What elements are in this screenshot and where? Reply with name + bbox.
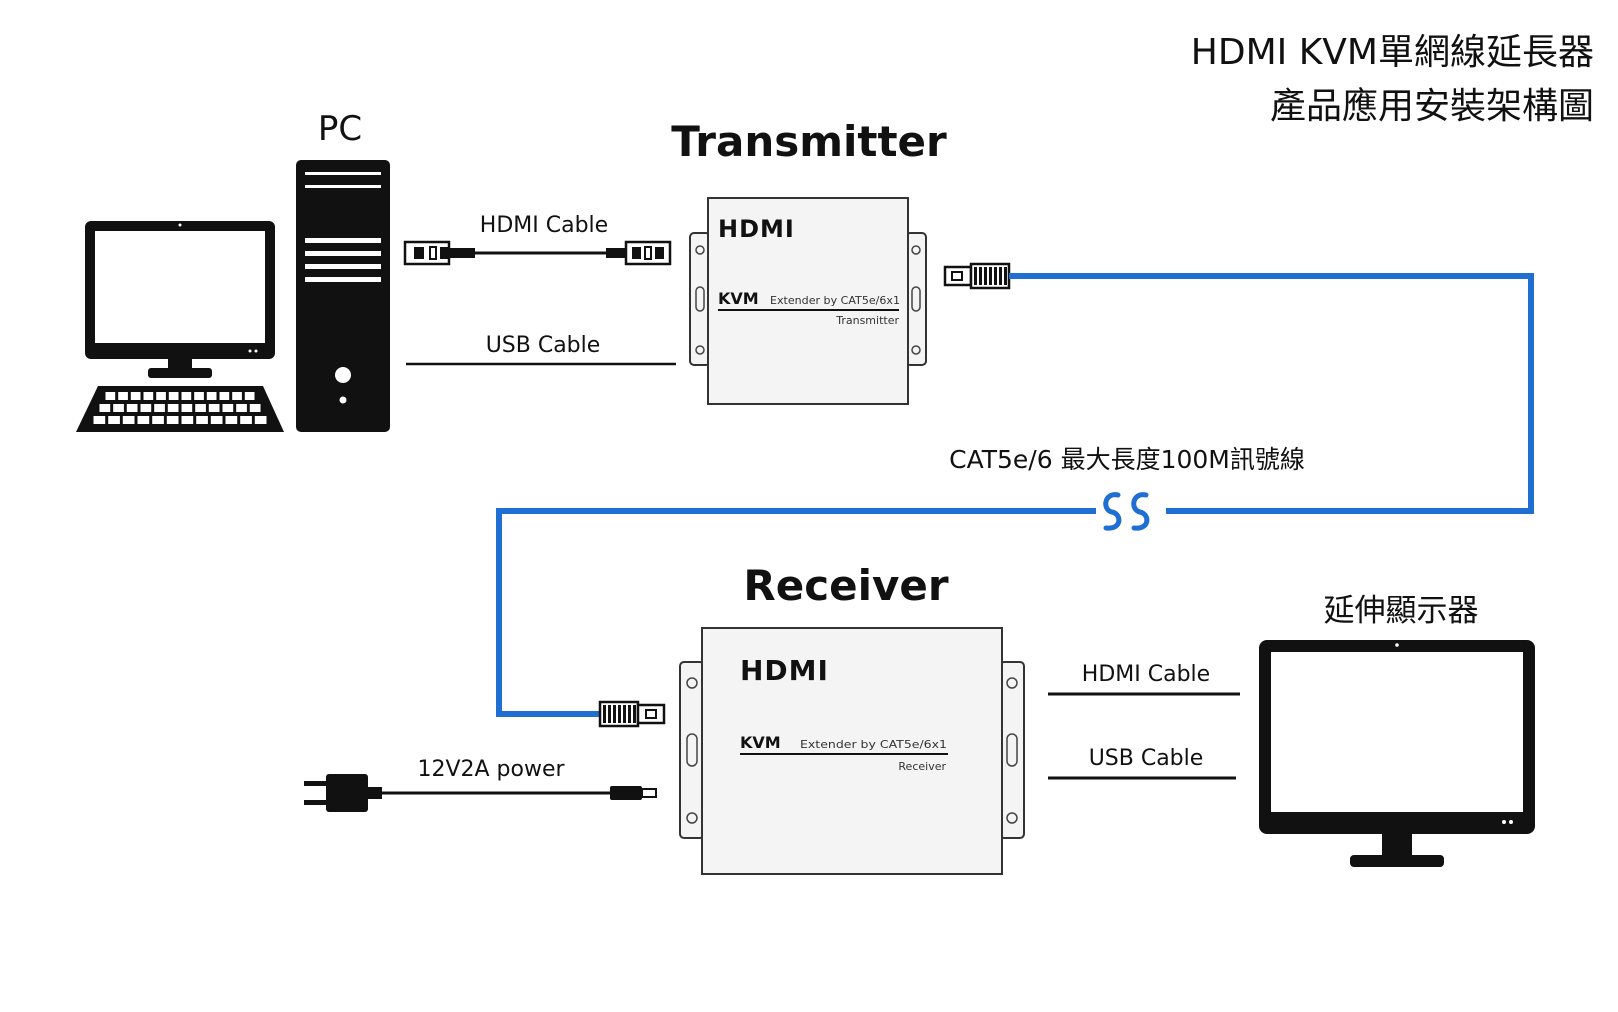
extended-display-icon bbox=[1259, 640, 1535, 867]
rj45-connector-icon bbox=[598, 700, 666, 728]
tx-role-text: Transmitter bbox=[835, 314, 899, 327]
hdmi-logo: HDMI bbox=[740, 654, 829, 687]
rx-extender-text: Extender by CAT5e/6x1 bbox=[800, 738, 947, 751]
tx-extender-text: Extender by CAT5e/6x1 bbox=[770, 294, 900, 307]
cable-break-icon bbox=[1103, 492, 1150, 531]
dc-plug-icon bbox=[610, 786, 657, 800]
power-cable-label: 12V2A power bbox=[417, 757, 565, 782]
transmitter-title: Transmitter bbox=[671, 117, 947, 166]
network-cable-lower bbox=[496, 508, 1096, 717]
cat-cable-label: CAT5e/6 最大長度100M訊號線 bbox=[949, 445, 1305, 474]
pc-tower-icon bbox=[296, 160, 390, 432]
monitor-icon bbox=[85, 221, 275, 378]
rx-kvm-label: KVM bbox=[740, 733, 781, 752]
rj45-connector-icon bbox=[943, 262, 1011, 290]
tx-kvm-label: KVM bbox=[718, 289, 759, 308]
power-plug-icon bbox=[304, 774, 382, 812]
network-cable-upper bbox=[1009, 273, 1534, 514]
rx-hdmi-cable-label: HDMI Cable bbox=[1082, 662, 1210, 687]
diagram-title-line2: 產品應用安裝架構圖 bbox=[1270, 86, 1594, 127]
transmitter-device: HDMI KVM Extender by CAT5e/6x1 Transmitt… bbox=[689, 197, 927, 405]
tx-usb-cable-label: USB Cable bbox=[486, 333, 601, 358]
receiver-device: HDMI KVM Extender by CAT5e/6x1 Receiver bbox=[679, 627, 1025, 875]
receiver-title: Receiver bbox=[743, 561, 948, 610]
rx-usb-cable-label: USB Cable bbox=[1089, 746, 1204, 771]
diagram-title-line1: HDMI KVM單網線延長器 bbox=[1191, 32, 1594, 73]
hdmi-logo: HDMI bbox=[718, 215, 795, 243]
hdmi-plug-icon bbox=[403, 240, 475, 266]
rx-role-text: Receiver bbox=[898, 760, 946, 773]
keyboard-icon bbox=[76, 386, 284, 432]
extended-display-label: 延伸顯示器 bbox=[1324, 593, 1479, 629]
tx-hdmi-cable-label: HDMI Cable bbox=[480, 213, 608, 238]
pc-label: PC bbox=[318, 109, 362, 149]
hdmi-plug-icon bbox=[606, 240, 672, 266]
